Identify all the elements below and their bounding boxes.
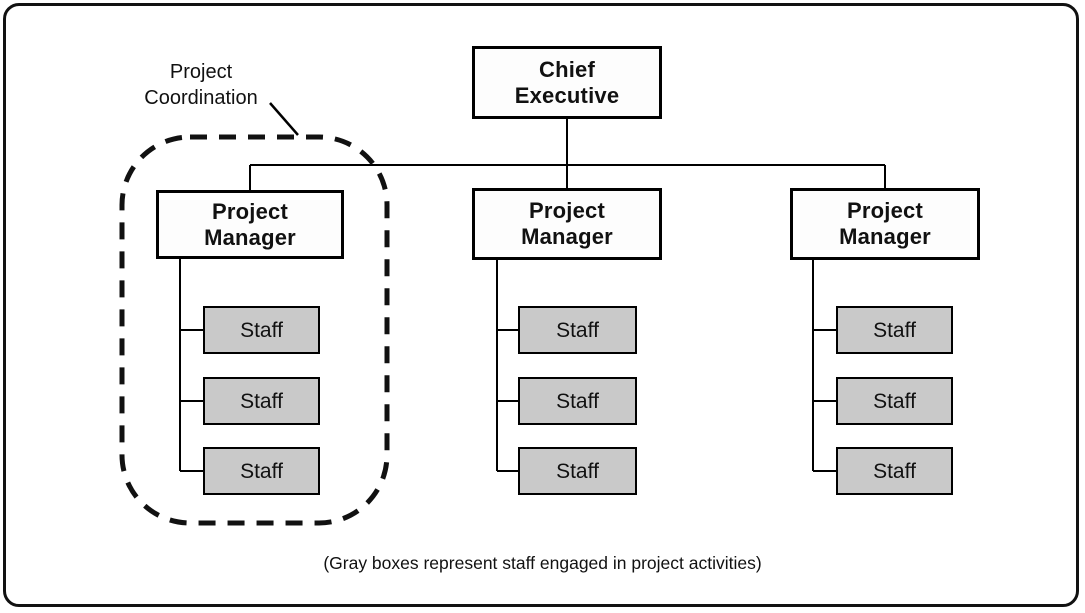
project-manager-2-line-1: Project (529, 198, 605, 223)
staff-label: Staff (240, 318, 283, 342)
chief-executive-line-2: Executive (514, 82, 620, 108)
dashed-coordination-boundary (119, 134, 390, 526)
project-manager-1-line-2: Manager (204, 224, 296, 250)
node-staff-2-1: Staff (518, 306, 637, 354)
staff-label: Staff (873, 459, 916, 483)
node-project-manager-1: Project Manager (156, 190, 344, 259)
node-staff-1-3: Staff (203, 447, 320, 495)
node-staff-2-2: Staff (518, 377, 637, 425)
node-project-manager-2: Project Manager (472, 188, 662, 260)
annotation-line-1: Project (169, 61, 233, 83)
staff-label: Staff (556, 389, 599, 413)
annotation-leader-line (269, 102, 299, 136)
staff-label: Staff (873, 318, 916, 342)
node-staff-1-1: Staff (203, 306, 320, 354)
node-staff-3-1: Staff (836, 306, 953, 354)
chief-executive-line-1: Chief (539, 56, 595, 82)
node-chief-executive: Chief Executive (472, 46, 662, 119)
staff-label: Staff (240, 389, 283, 413)
node-staff-3-3: Staff (836, 447, 953, 495)
project-manager-1-line-1: Project (212, 198, 288, 224)
node-project-manager-3: Project Manager (790, 188, 980, 260)
node-staff-3-2: Staff (836, 377, 953, 425)
staff-label: Staff (556, 459, 599, 483)
node-staff-2-3: Staff (518, 447, 637, 495)
project-manager-2-line-2: Manager (521, 224, 613, 249)
node-staff-1-2: Staff (203, 377, 320, 425)
project-manager-3-line-1: Project (847, 198, 923, 223)
staff-label: Staff (873, 389, 916, 413)
diagram-caption: (Gray boxes represent staff engaged in p… (323, 553, 762, 573)
project-manager-3-line-2: Manager (839, 224, 931, 249)
staff-label: Staff (240, 459, 283, 483)
annotation-line-2: Coordination (144, 87, 258, 109)
annotation-project-coordination: Project Coordination (125, 59, 277, 111)
staff-label: Staff (556, 318, 599, 342)
